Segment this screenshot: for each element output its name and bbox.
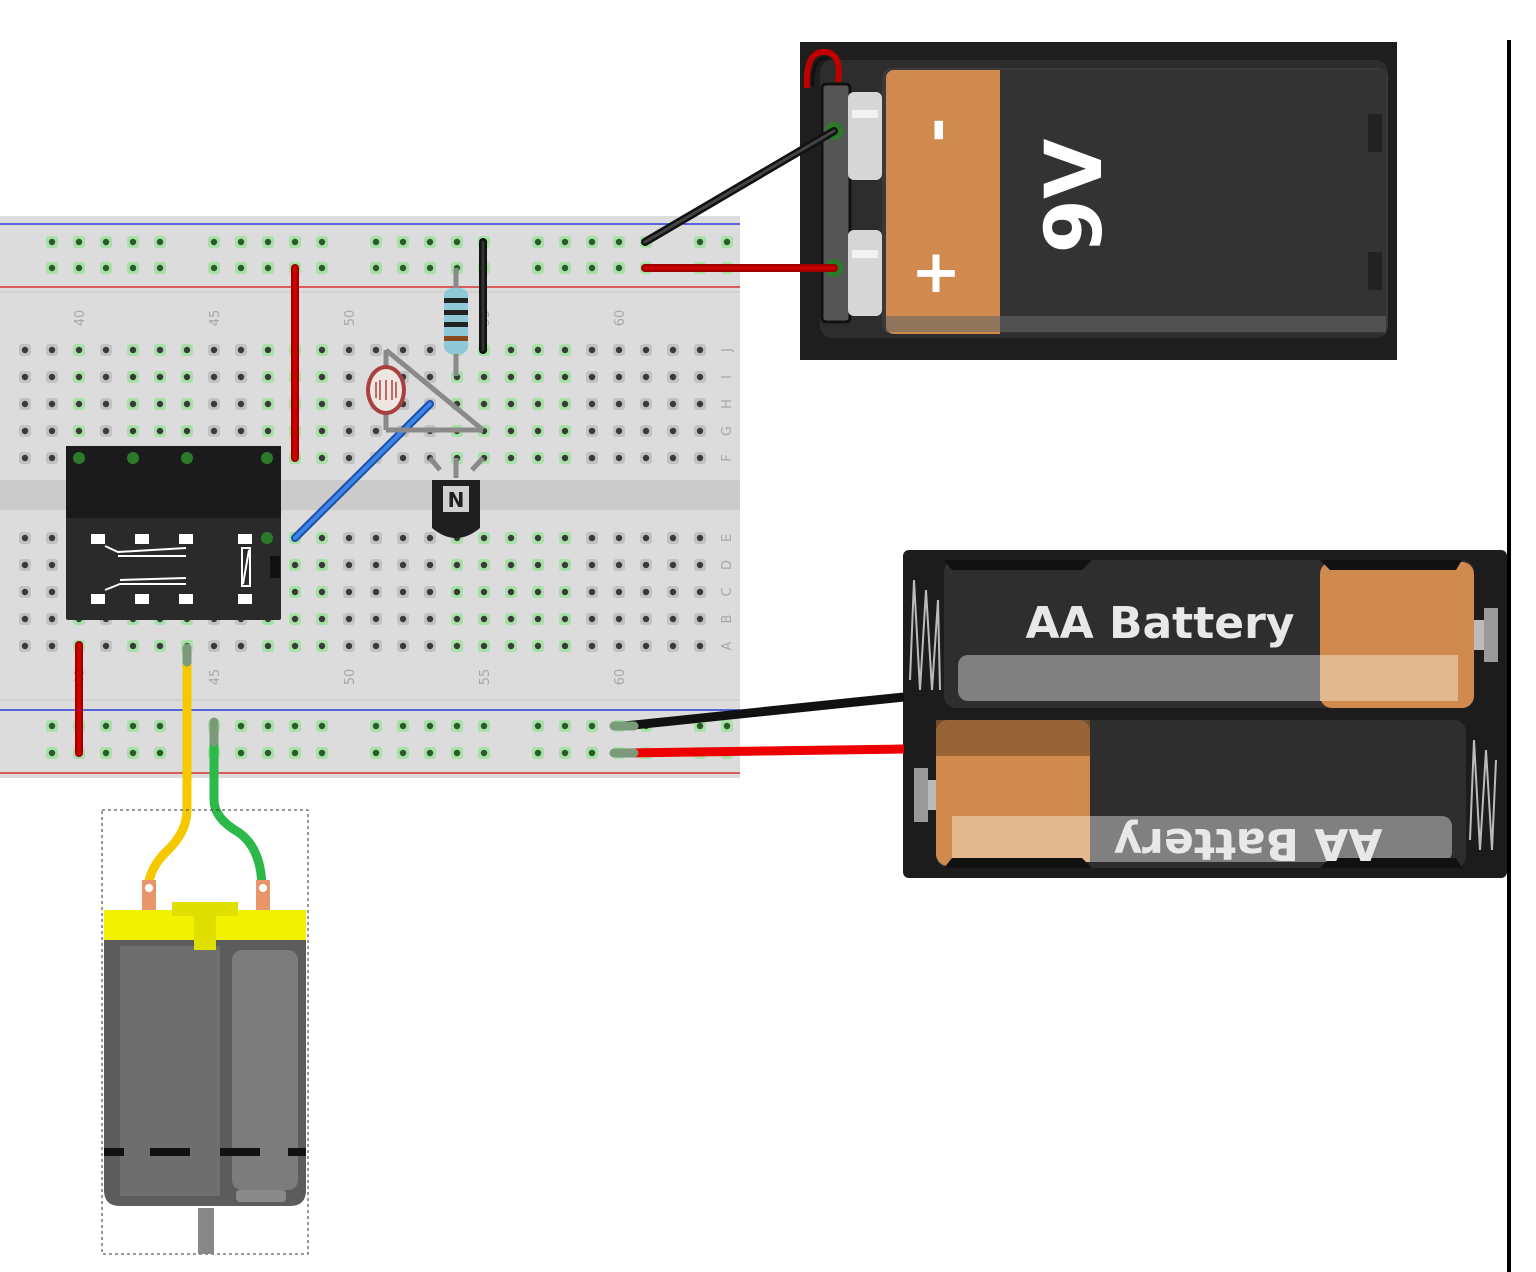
aa-cell-bottom: AA Battery bbox=[914, 720, 1466, 869]
photoresistor bbox=[366, 348, 485, 433]
battery-9v-minus-label: - bbox=[901, 118, 971, 143]
battery-9v-plus-label: + bbox=[911, 237, 961, 307]
wire-aa-red bbox=[623, 744, 905, 758]
row-letter-label: H bbox=[720, 399, 735, 409]
row-letter-label: G bbox=[720, 426, 735, 436]
wire-aa-black bbox=[623, 692, 905, 731]
row-letter-label: I bbox=[720, 375, 735, 379]
resistor bbox=[444, 268, 468, 376]
row-letter-label: F bbox=[720, 454, 735, 461]
dc-motor bbox=[101, 809, 309, 1255]
column-number-label: 50 bbox=[343, 669, 358, 686]
row-letter-label: A bbox=[720, 641, 735, 650]
column-number-label: 60 bbox=[613, 669, 628, 686]
battery-9v: - + 9V bbox=[800, 42, 1397, 360]
column-number-label: 45 bbox=[208, 310, 223, 327]
wire-motor-yellow bbox=[143, 652, 192, 891]
row-labels: J I H G F E D C B A bbox=[720, 348, 735, 650]
relay bbox=[66, 446, 281, 620]
transistor-mark: N bbox=[448, 488, 465, 512]
aa-cell-top: AA Battery bbox=[944, 560, 1498, 708]
column-number-label: 60 bbox=[613, 310, 628, 327]
column-number-label: 50 bbox=[343, 310, 358, 327]
row-letter-label: E bbox=[720, 534, 735, 542]
battery-aa-pack: AA Battery AA Battery bbox=[903, 550, 1507, 878]
aa-cell-top-label: AA Battery bbox=[1026, 598, 1295, 649]
column-number-label: 40 bbox=[73, 310, 88, 327]
transistor: N bbox=[428, 456, 485, 538]
column-number-label: 45 bbox=[208, 669, 223, 686]
aa-cell-bottom-label: AA Battery bbox=[1114, 818, 1383, 869]
row-letter-label: C bbox=[720, 587, 735, 596]
wires bbox=[75, 127, 905, 891]
column-number-label: 55 bbox=[478, 669, 493, 686]
row-letter-label: D bbox=[720, 560, 735, 570]
row-letter-label: J bbox=[720, 348, 735, 353]
row-letter-label: B bbox=[720, 615, 735, 624]
battery-9v-label: 9V bbox=[1030, 139, 1120, 254]
wire-motor-green bbox=[209, 728, 267, 891]
